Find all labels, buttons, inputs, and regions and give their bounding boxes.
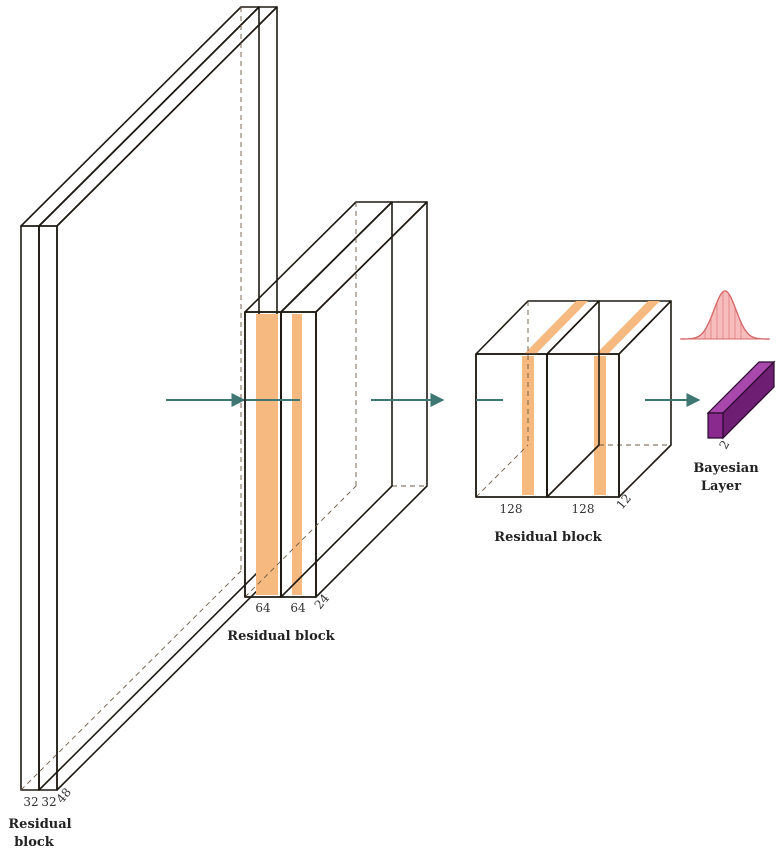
gaussian-curve-line [681,290,769,340]
block2-dim-b: 64 [290,601,306,615]
block3-dim-b: 128 [572,502,595,516]
block3-dim-depth: 12 [614,491,635,512]
block1-label-line2: block [14,835,55,850]
block2-slab-1 [244,201,393,598]
bayesian-layer: 2 Bayesian Layer [693,360,776,494]
block2-dim-depth: 24 [312,591,333,612]
bayesian-label-line1: Bayesian [693,461,759,476]
block3-cube-1 [475,300,600,498]
residual-block-3: 128 128 12 Residual block [475,300,672,545]
block1-dim-b: 32 [41,795,56,809]
block1-label-line1: Residual [8,817,71,832]
bayesian-label-line2: Layer [701,479,741,494]
residual-block-1: 32 32 48 Residual block [8,6,278,850]
block3-dim-a: 128 [500,502,523,516]
gaussian-bars [704,291,742,339]
gaussian-curve-fill [681,291,769,339]
block1-dim-a: 32 [23,795,38,809]
bayesian-dim: 2 [716,438,732,452]
block3-label: Residual block [494,530,602,545]
gaussian-distribution-icon [680,290,770,340]
block2-dim-a: 64 [255,601,271,615]
residual-block-2: 64 64 24 Residual block [227,201,428,644]
block2-label: Residual block [227,629,335,644]
